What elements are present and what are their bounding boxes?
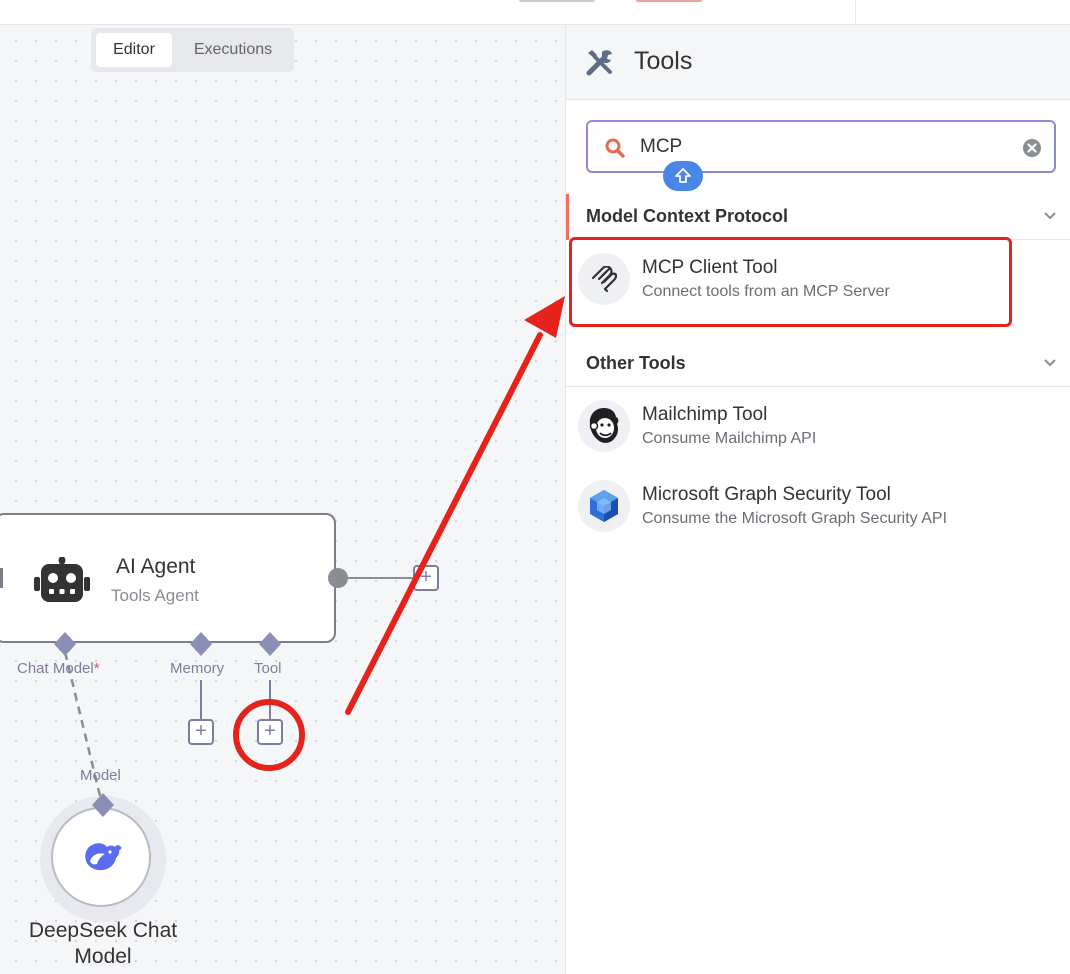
list-item-mcp-client-tool[interactable]: MCP Client Tool Connect tools from an MC…	[566, 245, 1070, 315]
clear-search-icon[interactable]	[1022, 138, 1042, 158]
shift-arrow-icon	[675, 168, 691, 183]
chat-model-label-text: Chat Model	[17, 660, 94, 677]
deepseek-node-label: DeepSeek Chat Model	[28, 919, 178, 968]
item-description: Consume the Microsoft Graph Security API	[642, 510, 948, 527]
item-title: Mailchimp Tool	[642, 404, 768, 425]
node-subtitle: Tools Agent	[111, 586, 199, 605]
memory-label: Memory	[170, 660, 225, 677]
tool-label: Tool	[254, 660, 282, 677]
search-icon	[605, 138, 625, 158]
required-marker: *	[93, 660, 100, 677]
tools-icon	[586, 50, 612, 76]
item-description: Connect tools from an MCP Server	[642, 283, 890, 300]
deepseek-node-body	[51, 807, 151, 907]
tab-executions[interactable]: Executions	[193, 41, 273, 58]
mcp-icon	[578, 253, 630, 305]
node-search[interactable]	[586, 120, 1056, 173]
graph-security-logo	[590, 490, 618, 522]
section-title: Other Tools	[586, 353, 686, 373]
panel-header: Tools	[566, 25, 1070, 100]
input-cursor-badge	[663, 161, 703, 191]
panel-title: Tools	[634, 47, 693, 75]
item-title: Microsoft Graph Security Tool	[642, 484, 891, 505]
add-memory-button[interactable]: +	[188, 719, 214, 745]
add-next-node-button[interactable]: +	[413, 565, 439, 591]
robot-icon	[34, 557, 90, 602]
header-divider	[855, 0, 856, 24]
section-title: Model Context Protocol	[586, 206, 788, 226]
section-model-context-protocol[interactable]: Model Context Protocol	[566, 194, 1070, 240]
tools-panel: Tools Model Context Protocol MC	[565, 25, 1070, 974]
list-item-mailchimp-tool[interactable]: Mailchimp Tool Consume Mailchimp API	[566, 392, 1070, 462]
top-bar	[0, 0, 1070, 25]
editor-tabs: Editor Executions	[91, 28, 294, 72]
add-tool-button[interactable]: +	[257, 719, 283, 745]
node-title: AI Agent	[116, 555, 196, 578]
deepseek-chat-model-node[interactable]	[40, 796, 166, 922]
section-accent-bar	[566, 194, 569, 240]
model-label: Model	[80, 767, 121, 784]
list-item-microsoft-graph-security-tool[interactable]: Microsoft Graph Security Tool Consume th…	[566, 472, 1070, 542]
item-description: Consume Mailchimp API	[642, 430, 817, 447]
tab-editor[interactable]: Editor	[96, 33, 172, 67]
chevron-down-icon	[1044, 212, 1056, 220]
mailchimp-logo	[589, 408, 619, 443]
header-button-stub[interactable]	[519, 0, 595, 2]
header-button-stub-red[interactable]	[636, 0, 702, 2]
chevron-down-icon	[1044, 359, 1056, 367]
mailchimp-icon	[578, 400, 630, 452]
mcp-logo	[591, 266, 617, 292]
microsoft-graph-security-icon	[578, 480, 630, 532]
chat-model-label: Chat Model*	[17, 660, 100, 677]
ai-agent-node[interactable]: AI Agent Tools Agent	[0, 513, 336, 643]
item-title: MCP Client Tool	[642, 257, 778, 278]
search-input[interactable]	[640, 132, 1010, 162]
deepseek-whale-icon	[85, 843, 122, 871]
section-other-tools[interactable]: Other Tools	[566, 341, 1070, 387]
